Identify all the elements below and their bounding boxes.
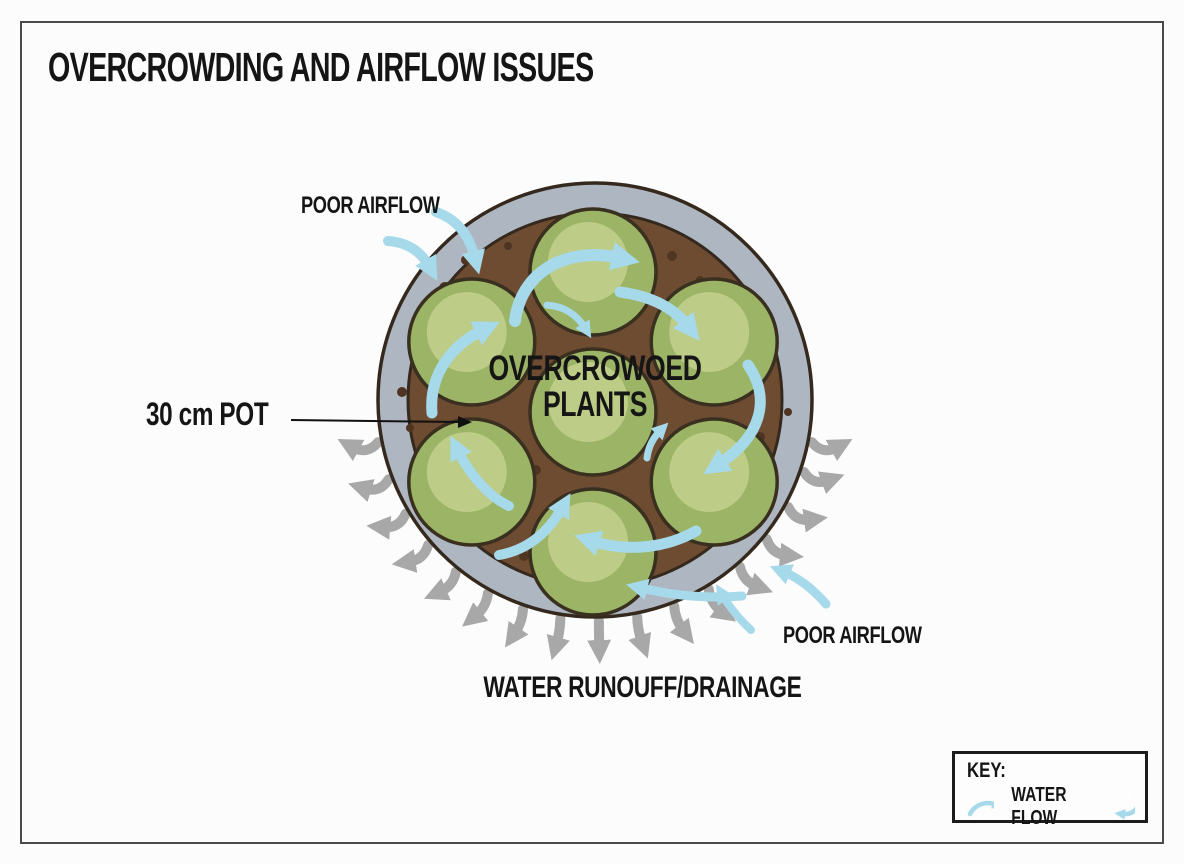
water-flow-curve-right-icon — [967, 798, 995, 817]
key-water-flow-label: WATER FLOW — [1011, 784, 1067, 829]
key-legend-box: KEY: WATER FLOW — [952, 751, 1148, 829]
water-flow-arrow — [509, 242, 640, 327]
water-flow-arrows — [383, 207, 831, 634]
soil-speckle — [784, 408, 792, 416]
runoff-arrow — [462, 588, 493, 627]
plant-7 — [528, 347, 658, 477]
water-flow-arrow — [716, 584, 755, 634]
water-flow-arrow — [450, 435, 514, 511]
water-runoff-label: WATER RUNOUFF/DRAINAGE — [483, 671, 802, 704]
runoff-arrow — [546, 613, 570, 661]
water-flow-arrow — [494, 493, 571, 560]
water-flow-arrow — [614, 286, 700, 341]
water-flow-arrow — [426, 321, 500, 419]
runoff-arrow — [669, 601, 694, 645]
overcrowded-line2: PLANTS — [542, 385, 648, 425]
water-flow-curve-left-icon — [1114, 796, 1135, 820]
overcrowded-plants-label: OVERCROWOED PLANTS — [481, 349, 709, 425]
runoff-arrow — [761, 534, 804, 567]
soil-speckle — [667, 251, 677, 261]
plant-highlight — [548, 362, 628, 442]
plant-3 — [649, 417, 779, 547]
plant-5 — [407, 417, 537, 547]
runoff-arrow — [783, 502, 828, 533]
soil-speckle — [406, 424, 414, 432]
runoff-arrow — [806, 437, 853, 461]
key-heading: KEY: — [967, 759, 1006, 782]
poor-airflow-top-label: POOR AIRFLOW — [301, 192, 440, 219]
water-flow-arrow — [703, 359, 766, 475]
runoff-arrow — [391, 540, 434, 573]
plant-1 — [528, 207, 658, 337]
overcrowded-line1: OVERCROWOED — [488, 349, 702, 388]
runoff-arrows — [337, 437, 853, 664]
pot-size-label: 30 cm POT — [146, 396, 269, 432]
water-flow-arrow — [574, 525, 702, 556]
water-flow-arrow — [769, 564, 831, 609]
water-flow-arrow — [643, 422, 669, 462]
runoff-arrow — [799, 467, 845, 495]
runoff-arrow — [423, 566, 461, 601]
runoff-arrow — [735, 561, 773, 596]
soil-speckle — [397, 387, 407, 397]
page-title: OVERCROWDING AND AIRFLOW ISSUES — [48, 44, 594, 90]
pot-size-pointer-arrow — [290, 415, 472, 428]
water-flow-arrow — [543, 301, 592, 339]
poor-airflow-bottom-label: POOR AIRFLOW — [783, 622, 922, 649]
runoff-arrow — [703, 584, 737, 622]
plant-highlight — [548, 222, 628, 302]
soil-speckle — [504, 242, 512, 250]
soil-speckle — [519, 551, 529, 561]
runoff-arrow — [628, 611, 651, 659]
runoff-arrow — [504, 604, 529, 648]
water-flow-arrow — [383, 236, 438, 281]
water-flow-arrow — [431, 207, 485, 275]
runoff-arrow — [366, 508, 411, 540]
runoff-arrow — [348, 474, 394, 503]
runoff-arrow — [337, 437, 384, 461]
